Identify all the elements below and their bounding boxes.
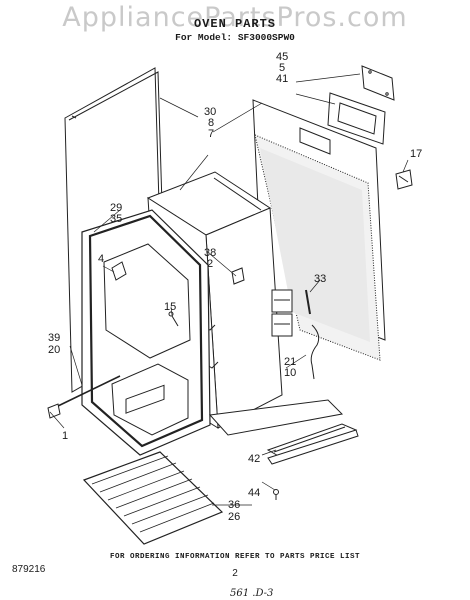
callout-2: 2 [207, 258, 214, 270]
callout-20: 20 [48, 344, 61, 356]
diagram-title: OVEN PARTS [193, 17, 276, 31]
callout-30: 30 [204, 106, 217, 118]
callout-8: 8 [208, 117, 215, 129]
pan-rail [266, 423, 359, 465]
handwritten-note: 561 .D-3 [230, 588, 274, 599]
callout-10: 10 [284, 367, 297, 379]
callout-15: 15 [164, 301, 177, 313]
screw [168, 311, 179, 327]
callout-17: 17 [410, 148, 423, 160]
latch [111, 261, 245, 285]
callout-45: 45 [276, 51, 289, 63]
ordering-note: FOR ORDERING INFORMATION REFER TO PARTS … [109, 553, 361, 561]
callout-35: 35 [110, 213, 123, 225]
callout-5: 5 [279, 62, 286, 74]
oven-rack [82, 451, 224, 545]
model-line: For Model: SF3000SPW0 [175, 32, 295, 43]
callout-36: 36 [228, 499, 241, 511]
callout-4: 4 [98, 253, 105, 265]
callout-39: 39 [48, 332, 61, 344]
cover-plate-small [361, 65, 395, 101]
callout-29: 29 [110, 202, 123, 214]
leader-lines [49, 73, 409, 506]
document-number: 879216 [12, 564, 46, 575]
callout-26: 26 [228, 511, 241, 523]
bottom-shield [208, 399, 344, 436]
callout-7: 7 [208, 128, 215, 140]
rail-screw [273, 489, 279, 500]
callout-33: 33 [314, 273, 327, 285]
callout-1: 1 [62, 430, 69, 442]
callout-38: 38 [204, 247, 217, 259]
hinge-rod [47, 375, 121, 419]
cover-plate-large [327, 92, 386, 145]
callout-41: 41 [276, 73, 289, 85]
callout-42: 42 [248, 453, 261, 465]
bracket [395, 169, 413, 190]
page-number: 2 [232, 568, 238, 579]
callout-21: 21 [284, 356, 297, 368]
sensor-wire [305, 289, 320, 380]
callout-44: 44 [248, 487, 261, 499]
back-panel [252, 99, 386, 361]
